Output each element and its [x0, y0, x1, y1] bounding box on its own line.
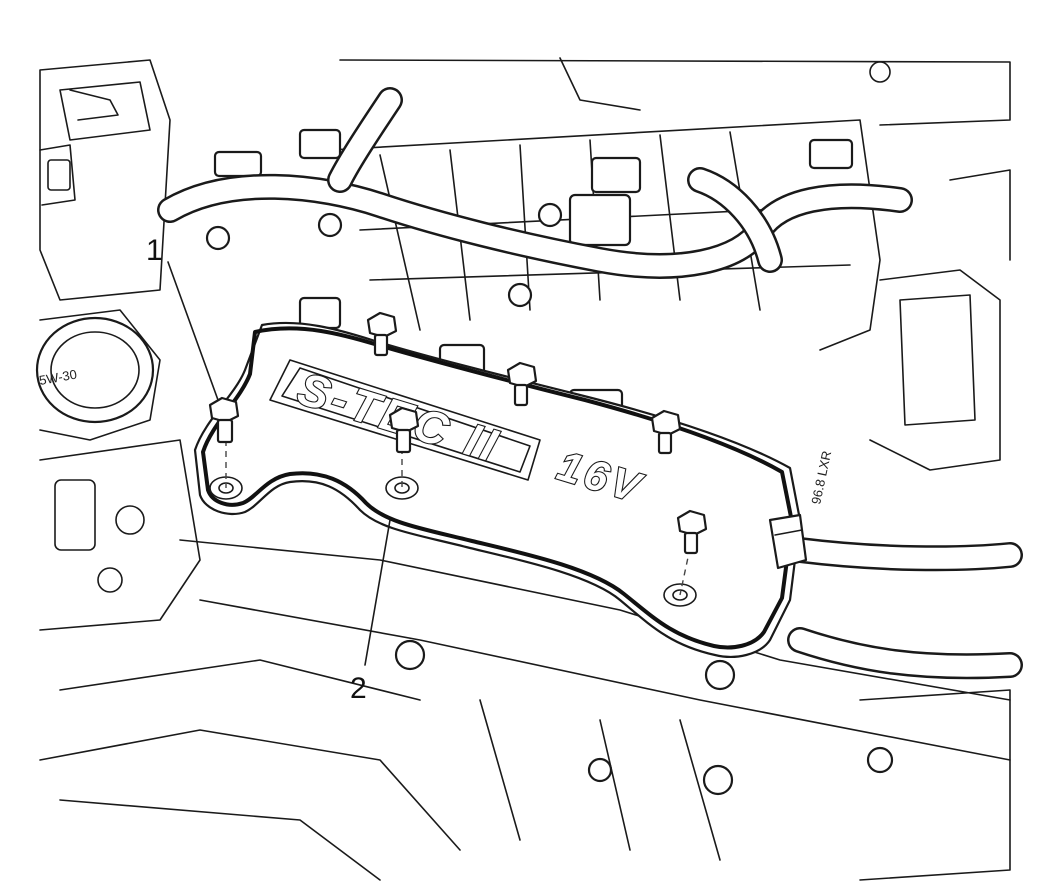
bolt-6 — [676, 509, 708, 555]
bolt-5 — [650, 409, 682, 455]
side-marking: 96.8 LXR — [808, 449, 834, 505]
bolt-2 — [388, 406, 420, 454]
callout-1: 1 — [146, 234, 219, 401]
bolt-4 — [506, 361, 538, 407]
oil-cap-marking: 5W-30 — [38, 367, 78, 388]
callout-2-label: 2 — [350, 672, 367, 705]
bolt-3 — [366, 311, 398, 357]
hoses — [157, 87, 1023, 680]
callout-2: 2 — [350, 519, 391, 705]
bolt-1 — [208, 396, 240, 444]
hose-clamp — [768, 513, 808, 570]
callout-1-label: 1 — [146, 234, 163, 267]
engine-bay-background: 5W-30 96.8 LXR — [35, 57, 1011, 881]
cover-gasket-outline — [201, 326, 794, 650]
cover-bolts — [208, 311, 708, 596]
coil-cover: S-TEC II 16V — [193, 321, 802, 658]
